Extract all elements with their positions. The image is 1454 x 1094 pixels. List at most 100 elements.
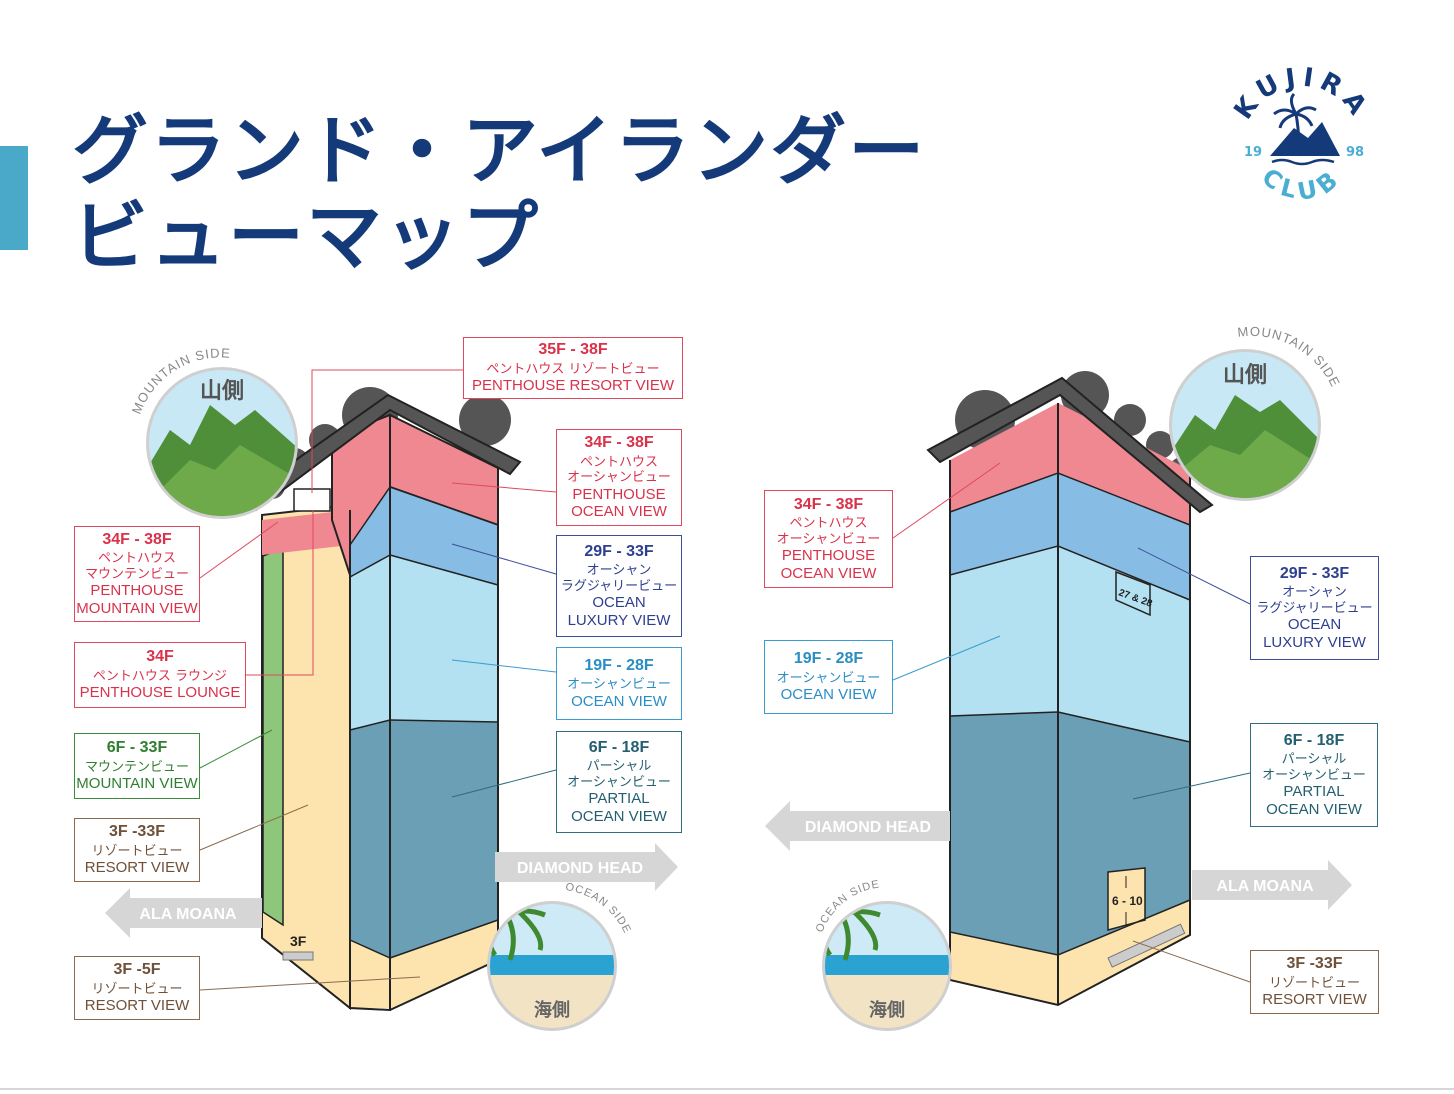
label-right-ocean-view: 19F - 28F オーシャンビュー OCEAN VIEW — [764, 640, 893, 714]
label-jp: オーシャンビュー — [567, 677, 671, 693]
label-left-ph-resort: 35F - 38F ペントハウス リゾートビュー PENTHOUSE RESOR… — [463, 337, 683, 399]
label-jp: オーシャンビュー — [1262, 767, 1366, 783]
label-jp: マウンテンビュー — [84, 759, 189, 775]
label-jp: オーシャン — [586, 563, 652, 579]
logo-year-right: 98 — [1346, 145, 1364, 160]
label-en: OCEAN — [592, 594, 646, 612]
label-en: RESORT VIEW — [84, 859, 190, 877]
title-line-2: ビューマップ — [72, 192, 540, 281]
label-floors: 6F - 33F — [106, 739, 168, 757]
label-jp: オーシャン — [1282, 585, 1347, 601]
left-3f-mark: 3F — [290, 933, 307, 949]
label-en: MOUNTAIN VIEW — [76, 599, 198, 617]
label-jp: パーシャル — [586, 759, 652, 775]
label-left-ph-ocean: 34F - 38F ペントハウス オーシャンビュー PENTHOUSE OCEA… — [556, 429, 682, 526]
label-jp: オーシャンビュー — [776, 531, 881, 547]
label-floors: 35F - 38F — [538, 341, 608, 359]
label-en: PENTHOUSE LOUNGE — [79, 684, 241, 702]
label-floors: 34F - 38F — [584, 434, 654, 452]
right-6-10-mark: 6 - 10 — [1112, 894, 1143, 908]
label-floors: 34F - 38F — [793, 495, 864, 513]
label-left-ocean-view: 19F - 28F オーシャンビュー OCEAN VIEW — [556, 647, 682, 720]
arrow-ala-moana-label-right: ALA MOANA — [1216, 878, 1314, 895]
page-title: グランド・アイランダー ビューマップ — [72, 108, 926, 280]
label-left-resort-low: 3F -5F リゾートビュー RESORT VIEW — [74, 956, 200, 1020]
label-jp: リゾートビュー — [91, 981, 183, 997]
label-jp: ラグジャリービュー — [1256, 600, 1373, 616]
label-left-ph-mountain: 34F - 38F ペントハウス マウンテンビュー PENTHOUSE MOUN… — [74, 526, 200, 622]
ocean-badge-left: 海側 OCEAN SIDE — [487, 881, 632, 1031]
mountain-badge-left: 山側 MOUNTAIN SIDE — [129, 345, 298, 519]
label-en: PENTHOUSE — [572, 485, 666, 503]
mountain-jp-left: 山側 — [200, 379, 244, 404]
label-jp: ペントハウス — [789, 516, 868, 532]
label-jp: パーシャル — [1281, 752, 1347, 768]
label-floors: 34F — [146, 648, 174, 666]
mountain-badge-right: 山側 MOUNTAIN SIDE — [1169, 324, 1342, 501]
label-floors: 6F - 18F — [1283, 731, 1345, 749]
label-en: OCEAN VIEW — [1266, 800, 1362, 818]
label-left-ocean-luxury: 29F - 33F オーシャン ラグジャリービュー OCEAN LUXURY V… — [556, 535, 682, 637]
ocean-jp-right: 海側 — [869, 999, 905, 1021]
label-floors: 3F -33F — [108, 823, 165, 841]
label-jp: オーシャンビュー — [567, 470, 671, 486]
label-left-ph-lounge: 34F ペントハウス ラウンジ PENTHOUSE LOUNGE — [74, 642, 246, 708]
label-jp: リゾートビュー — [91, 843, 183, 859]
label-right-ocean-luxury: 29F - 33F オーシャン ラグジャリービュー OCEAN LUXURY V… — [1250, 556, 1379, 660]
logo-year-left: 19 — [1244, 145, 1262, 160]
label-jp: ペントハウス ラウンジ — [92, 668, 228, 684]
palm-mountain-icon — [1270, 92, 1340, 166]
label-en: OCEAN VIEW — [780, 686, 877, 704]
label-left-resort: 3F -33F リゾートビュー RESORT VIEW — [74, 818, 200, 882]
label-en: PARTIAL — [1283, 783, 1345, 801]
leader-lines — [199, 369, 1251, 991]
ocean-jp-left: 海側 — [534, 999, 570, 1021]
accent-bar — [0, 146, 28, 250]
arrow-diamond-head-label-left: DIAMOND HEAD — [517, 860, 643, 877]
ocean-badge-right: 海側 OCEAN SIDE — [814, 878, 952, 1031]
label-right-ph-ocean: 34F - 38F ペントハウス オーシャンビュー PENTHOUSE OCEA… — [764, 490, 893, 588]
arrow-diamond-head-label-right: DIAMOND HEAD — [805, 819, 931, 836]
label-floors: 3F -5F — [113, 961, 161, 979]
bottom-rule — [0, 1088, 1454, 1090]
label-floors: 6F - 18F — [588, 738, 650, 756]
label-en: PARTIAL — [588, 790, 650, 808]
label-jp: ペントハウス リゾートビュー — [486, 361, 660, 377]
label-jp: オーシャンビュー — [776, 670, 881, 686]
label-right-partial: 6F - 18F パーシャル オーシャンビュー PARTIAL OCEAN VI… — [1250, 723, 1378, 827]
label-left-mountain: 6F - 33F マウンテンビュー MOUNTAIN VIEW — [74, 733, 200, 799]
label-floors: 19F - 28F — [793, 650, 864, 668]
label-en: OCEAN VIEW — [780, 564, 877, 582]
right-tower: 27 & 28 6 - 10 — [926, 371, 1214, 1007]
label-left-partial: 6F - 18F パーシャル オーシャンビュー PARTIAL OCEAN VI… — [556, 731, 682, 833]
arrow-diamond-head-right: DIAMOND HEAD — [765, 801, 950, 851]
label-en: PENTHOUSE RESORT VIEW — [472, 377, 674, 395]
label-floors: 3F -33F — [1286, 955, 1343, 973]
label-floors: 19F - 28F — [584, 656, 654, 674]
left-tower: 3F — [240, 387, 522, 1012]
label-en: OCEAN — [1287, 616, 1342, 634]
label-en: RESORT VIEW — [1262, 991, 1367, 1009]
label-floors: 29F - 33F — [1279, 564, 1350, 582]
label-en: LUXURY VIEW — [1263, 633, 1366, 651]
label-jp: ラグジャリービュー — [560, 578, 678, 594]
label-en: PENTHOUSE — [90, 582, 184, 600]
title-line-1: グランド・アイランダー — [72, 106, 927, 195]
label-jp: ペントハウス — [97, 551, 176, 567]
label-floors: 29F - 33F — [584, 542, 654, 560]
mountain-jp-right: 山側 — [1223, 363, 1267, 388]
label-en: PENTHOUSE — [781, 547, 876, 565]
label-en: OCEAN VIEW — [571, 807, 667, 825]
kujira-club-logo: KUJIRA CLUB 19 98 — [1228, 66, 1369, 206]
label-jp: マウンテンビュー — [84, 566, 189, 582]
arrow-ala-moana-label-left: ALA MOANA — [139, 906, 237, 923]
label-en: OCEAN VIEW — [571, 692, 667, 710]
label-en: MOUNTAIN VIEW — [76, 775, 198, 793]
label-jp: ペントハウス — [579, 454, 658, 470]
label-floors: 34F - 38F — [102, 530, 172, 548]
arrow-ala-moana-right: ALA MOANA — [1192, 860, 1352, 910]
label-jp: リゾートビュー — [1268, 975, 1360, 991]
label-en: LUXURY VIEW — [567, 611, 671, 629]
arrow-diamond-head-left: DIAMOND HEAD — [495, 843, 678, 891]
